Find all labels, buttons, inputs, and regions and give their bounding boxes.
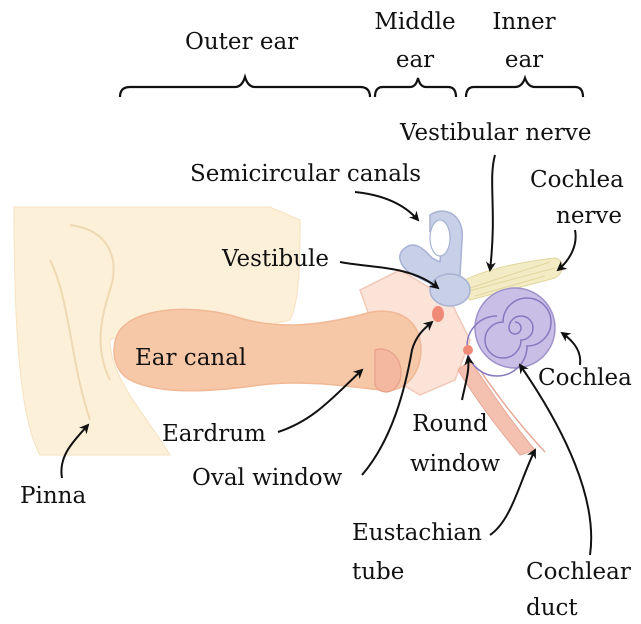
outer-ear-label: Outer ear xyxy=(185,26,298,58)
semicircular-canals-leader xyxy=(355,192,418,220)
middle-ear-brace xyxy=(375,78,456,97)
semicircular-canal-loop xyxy=(430,220,450,256)
ear-canal-label: Ear canal xyxy=(135,342,246,374)
cochlear-duct-label-line1: Cochlear xyxy=(526,556,631,588)
vestibule-shape xyxy=(430,274,470,306)
pinna-label: Pinna xyxy=(20,480,86,512)
eustachian-tube-label-line2: tube xyxy=(352,556,404,588)
cochlea-nerve-label-line2: nerve xyxy=(556,200,622,232)
eustachian-tube-label-line1: Eustachian xyxy=(352,517,482,549)
middle-ear-label-line1: Middle xyxy=(365,6,465,38)
cochlea-label: Cochlea xyxy=(538,362,632,394)
round-window-label-line2: window xyxy=(405,448,505,480)
eardrum-label: Eardrum xyxy=(162,418,266,450)
oval-window-shape xyxy=(432,306,444,322)
vestibule-label: Vestibule xyxy=(222,243,329,275)
inner-ear-label-line1: Inner xyxy=(474,6,574,38)
cochlea-nerve-label-line1: Cochlea xyxy=(530,164,624,196)
middle-ear-label-line2: ear xyxy=(365,44,465,76)
round-window-label-line1: Round xyxy=(400,408,500,440)
cochlea-shape xyxy=(475,288,555,368)
vestibular-nerve-label: Vestibular nerve xyxy=(400,117,591,149)
vestibular-nerve-leader xyxy=(490,155,495,270)
cochlear-duct-label-line2: duct xyxy=(526,592,578,624)
inner-ear-brace xyxy=(466,78,583,97)
oval-window-label: Oval window xyxy=(192,462,342,494)
semicircular-canals-label: Semicircular canals xyxy=(190,158,421,190)
inner-ear-label-line2: ear xyxy=(474,44,574,76)
cochlea-leader xyxy=(562,333,580,365)
outer-ear-brace xyxy=(120,77,370,97)
round-window-shape xyxy=(463,345,473,355)
